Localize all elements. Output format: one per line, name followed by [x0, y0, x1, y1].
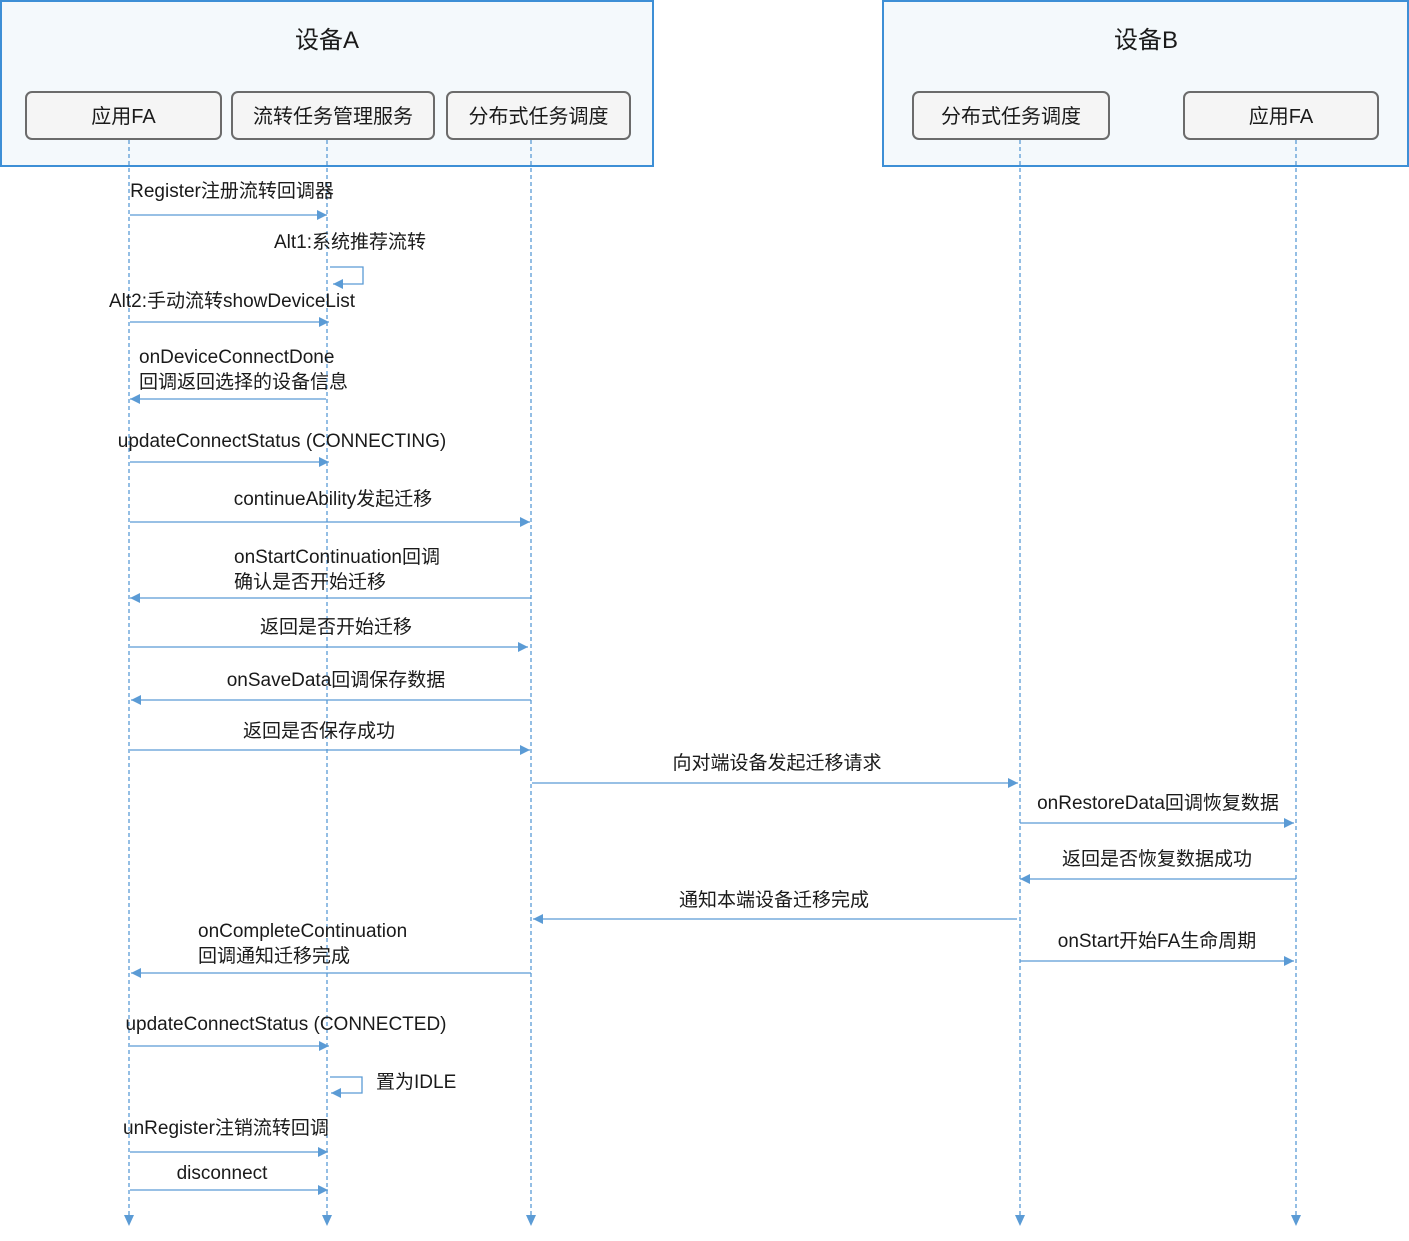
- device-b-title: 设备B: [1114, 27, 1178, 54]
- device-a-title: 设备A: [295, 27, 359, 54]
- message-label: onStartContinuation回调: [234, 546, 440, 568]
- message-label: onSaveData回调保存数据: [227, 669, 446, 691]
- actor-label-dms-b: 分布式任务调度: [941, 105, 1081, 128]
- message-label: disconnect: [177, 1163, 269, 1184]
- message-arrow: [330, 1076, 363, 1098]
- message-label: Register注册流转回调器: [130, 180, 334, 202]
- message-label: 置为IDLE: [376, 1071, 456, 1093]
- message-label: 返回是否恢复数据成功: [1062, 848, 1252, 870]
- message-label: 回调返回选择的设备信息: [139, 371, 348, 393]
- message-label: 回调通知迁移完成: [198, 945, 350, 967]
- device-b-group: [882, 0, 1409, 167]
- lifeline-end-arrow: [526, 1215, 536, 1226]
- lifelines: [124, 140, 1301, 1226]
- message-label: 确认是否开始迁移: [234, 571, 386, 593]
- actor-box-fa-b: [1183, 91, 1379, 140]
- lifeline-end-arrow: [1291, 1215, 1301, 1226]
- lifeline-end-arrow: [322, 1215, 332, 1226]
- lifeline-end-arrow: [1015, 1215, 1025, 1226]
- message-label: Alt1:系统推荐流转: [274, 231, 426, 253]
- message-label: 通知本端设备迁移完成: [679, 889, 869, 911]
- actor-label-fa-a: 应用FA: [91, 105, 156, 128]
- message-label: onCompleteContinuation: [198, 921, 407, 942]
- actor-box-mgr: [231, 91, 435, 140]
- message-label: unRegister注销流转回调: [123, 1117, 329, 1139]
- actor-box-dms-a: [446, 91, 631, 140]
- message-label: 返回是否开始迁移: [260, 616, 412, 638]
- actor-box-fa-a: [25, 91, 222, 140]
- message-arrow: [330, 266, 364, 289]
- message-label: onDeviceConnectDone: [139, 347, 334, 368]
- message-label: updateConnectStatus (CONNECTED): [125, 1014, 446, 1035]
- actor-label-dms-a: 分布式任务调度: [469, 105, 609, 128]
- message-label: 返回是否保存成功: [243, 720, 395, 742]
- actor-label-fa-b: 应用FA: [1249, 105, 1314, 128]
- lifeline-end-arrow: [124, 1215, 134, 1226]
- message-label: onRestoreData回调恢复数据: [1037, 792, 1279, 814]
- message-labels: Register注册流转回调器 Alt1:系统推荐流转 Alt2:手动流转sho…: [109, 180, 1279, 1184]
- actor-box-dms-b: [912, 91, 1110, 140]
- message-label: onStart开始FA生命周期: [1058, 930, 1257, 952]
- actor-label-mgr: 流转任务管理服务: [253, 105, 413, 128]
- message-arrows: [130, 210, 1296, 1195]
- message-label: 向对端设备发起迁移请求: [672, 752, 881, 774]
- message-label: updateConnectStatus (CONNECTING): [118, 431, 446, 452]
- message-label: continueAbility发起迁移: [234, 488, 433, 510]
- message-label: Alt2:手动流转showDeviceList: [109, 290, 356, 312]
